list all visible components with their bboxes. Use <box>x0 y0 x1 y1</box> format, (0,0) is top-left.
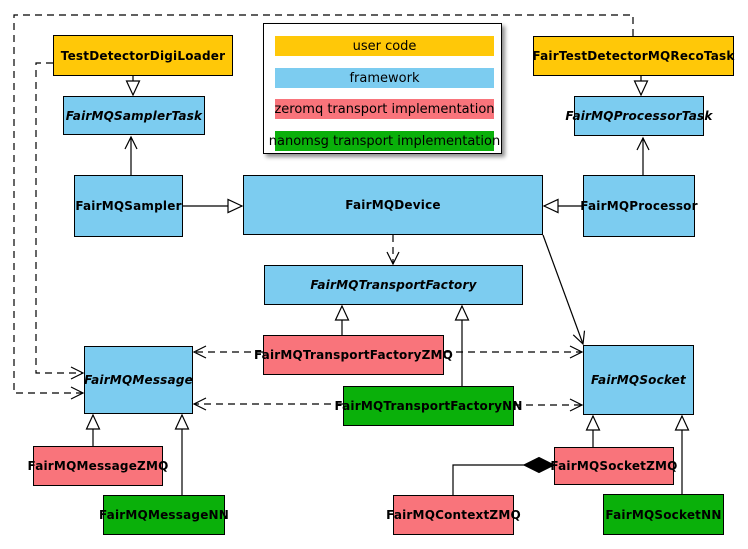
class-box-fairmqtransportfactoryzmq: FairMQTransportFactoryZMQ <box>254 335 453 375</box>
class-box-testdetectordigiloader: TestDetectorDigiLoader <box>53 35 233 76</box>
class-box-fairmqtransportfactory: FairMQTransportFactory <box>264 265 523 305</box>
edge-recotask-message <box>13 14 634 400</box>
class-box-fairmqsampler: FairMQSampler <box>74 175 183 237</box>
class-box-fairmqsocket: FairMQSocket <box>583 345 694 415</box>
class-box-fairmqmessagenn: FairMQMessageNN <box>99 495 229 535</box>
legend-item-user-code: user code <box>275 36 494 56</box>
class-box-fairmqsamplertask: FairMQSamplerTask <box>63 96 205 135</box>
class-box-fairmqsocketnn: FairMQSocketNN <box>603 494 724 535</box>
class-box-fairmqsocketzmq: FairMQSocketZMQ <box>550 447 677 485</box>
class-box-fairmqmessage: FairMQMessage <box>84 346 193 414</box>
class-box-fairmqdevice: FairMQDevice <box>243 175 543 235</box>
legend-item-zeromq: zeromq transport implementation <box>274 99 495 119</box>
legend-item-framework: framework <box>275 68 494 88</box>
legend-item-nanomsg: nanomsg transport implementation <box>269 131 500 151</box>
edge-device-socket <box>542 234 586 346</box>
edge-contextzmq-socketzmq <box>452 464 527 495</box>
class-box-fairmqcontextzmq: FairMQContextZMQ <box>386 495 521 535</box>
composition-diamond <box>522 456 556 474</box>
class-box-fairmqtransportfactorynn: FairMQTransportFactoryNN <box>334 386 522 426</box>
legend: user code framework zeromq transport imp… <box>263 23 502 154</box>
class-box-fairtestdetectormqrecotask: FairTestDetectorMQRecoTask <box>532 36 734 76</box>
class-box-fairmqprocessortask: FairMQProcessorTask <box>565 96 712 136</box>
class-box-fairmqmessagezmq: FairMQMessageZMQ <box>28 446 168 486</box>
edge-digiloader-message <box>35 62 85 380</box>
class-box-fairmqprocessor: FairMQProcessor <box>580 175 698 237</box>
